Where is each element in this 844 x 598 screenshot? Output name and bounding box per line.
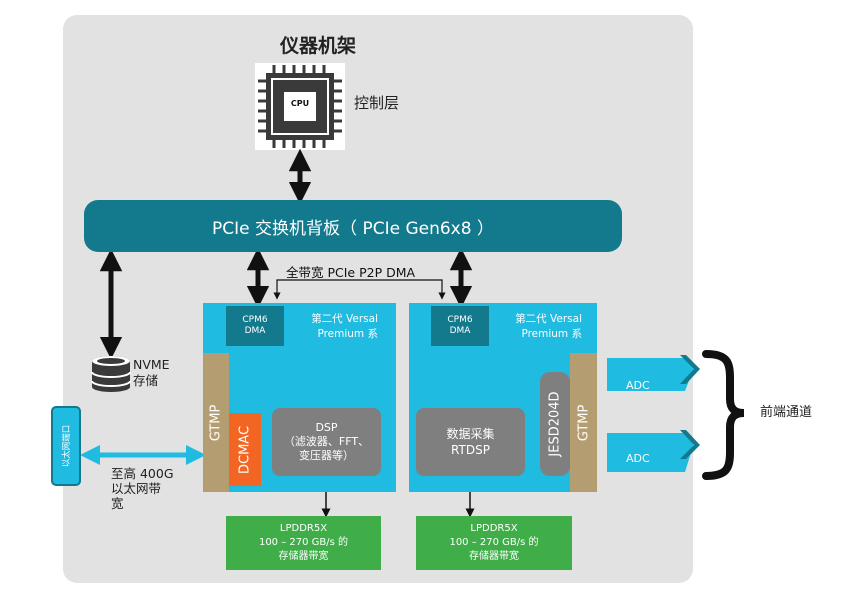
versal-label-left: 第二代 Versal Premium 系	[311, 313, 378, 340]
ethernet-port: 以太网端口	[51, 406, 81, 486]
control-layer-label: 控制层	[354, 94, 400, 112]
gtmp-right: GTMP	[570, 353, 597, 492]
p2p-dma-path	[273, 279, 446, 300]
cpu-chip-label: CPU	[290, 99, 310, 108]
adc-bottom: ADC	[626, 452, 650, 465]
dcmac-block: DCMAC	[229, 413, 261, 486]
dsp-block: DSP （滤波器、FFT、 变压器等）	[272, 408, 381, 476]
rack-title: 仪器机架	[280, 35, 357, 57]
cpm6-dma-left: CPM6 DMA	[226, 306, 284, 346]
p2p-dma-label: 全带宽 PCIe P2P DMA	[286, 265, 416, 280]
ethernet-port-label: 以太网端口	[62, 424, 72, 468]
versal-label-right: 第二代 Versal Premium 系	[515, 313, 582, 340]
adc-top: ADC	[626, 379, 650, 392]
rtdsp-block: 数据采集 RTDSP	[416, 408, 525, 476]
pcie-switch-backplane: PCIe 交换机背板（ PCIe Gen6x8 ）	[84, 200, 622, 252]
cpm6-dma-right: CPM6 DMA	[431, 306, 489, 346]
gtmp-left: GTMP	[203, 353, 229, 492]
lpddr5x-left: LPDDR5X 100 – 270 GB/s 的 存储器带宽	[226, 516, 381, 570]
nvme-label: NVME 存储	[133, 357, 170, 388]
backplane-label: PCIe 交换机背板（ PCIe Gen6x8 ）	[212, 218, 494, 239]
cpu-chip-icon	[255, 63, 345, 150]
lpddr5x-right: LPDDR5X 100 – 270 GB/s 的 存储器带宽	[416, 516, 572, 570]
ethernet-bandwidth-label: 至高 400G 以太网带 宽	[111, 466, 174, 511]
adc-bottom-shape	[607, 433, 694, 472]
front-end-channels-label: 前端通道	[760, 405, 813, 420]
nvme-storage-icon	[91, 356, 131, 392]
front-end-brace-icon	[702, 350, 745, 480]
jesd204d-block: JESD204D	[540, 372, 570, 476]
adc-top-shape	[607, 358, 694, 391]
